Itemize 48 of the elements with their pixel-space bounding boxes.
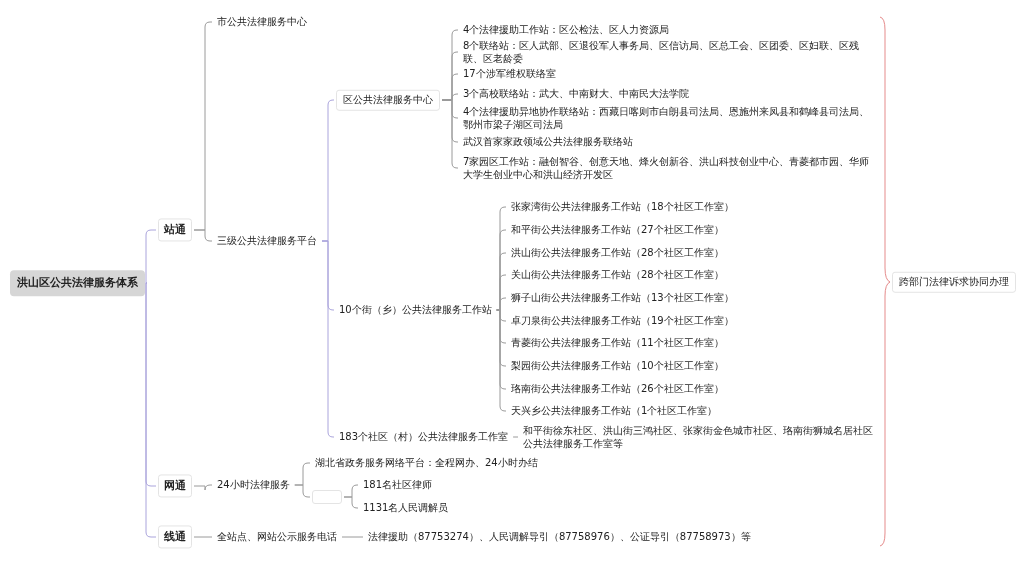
leaf-label: 4个法律援助异地协作联络站：西藏日喀则市白朗县司法局、恩施州来凤县和鹤峰县司法局、鄂州市梁子湖区司法局 xyxy=(460,104,878,132)
connector-line xyxy=(193,229,213,242)
leaf-label: 181名社区律师 xyxy=(360,477,436,493)
category-box: 站通 xyxy=(158,218,192,242)
topic-box: 跨部门法律诉求协同办理 xyxy=(892,271,1016,293)
root-box: 洪山区公共法律服务体系 xyxy=(10,270,145,296)
branch-label: 全站点、网站公示服务电话 xyxy=(214,529,340,545)
connector-line xyxy=(193,536,213,538)
connector-line xyxy=(145,282,157,538)
category-box: 线通 xyxy=(158,525,192,549)
leaf-label: 洪山街公共法律服务工作站（28个社区工作室） xyxy=(508,245,727,261)
leaf-label: 3个高校联络站：武大、中南财大、中南民大法学院 xyxy=(460,86,693,102)
connector-line xyxy=(343,496,359,509)
connector-line xyxy=(145,229,157,284)
connector-line xyxy=(294,484,311,498)
leaf-label: 珞南街公共法律服务工作站（26个社区工作室） xyxy=(508,381,727,397)
leaf-label: 狮子山街公共法律服务工作站（13个社区工作室） xyxy=(508,290,737,306)
leaf-label: 张家湾街公共法律服务工作站（18个社区工作室） xyxy=(508,199,737,215)
leaf-label: 武汉首家家政领域公共法律服务联络站 xyxy=(460,134,636,150)
empty-box xyxy=(312,490,342,504)
topic-box: 区公共法律服务中心 xyxy=(336,89,440,111)
connector-line xyxy=(341,536,364,538)
leaf-label: 卓刀泉街公共法律服务工作站（19个社区工作室） xyxy=(508,313,737,329)
branch-label: 10个街（乡）公共法律服务工作站 xyxy=(336,302,495,318)
leaf-label: 8个联络站：区人武部、区退役军人事务局、区信访局、区总工会、区团委、区妇联、区残联、区老龄委 xyxy=(460,38,878,66)
leaf-label: 4个法律援助工作站：区公检法、区人力资源局 xyxy=(460,22,673,38)
connector-line xyxy=(512,436,519,438)
connector-line xyxy=(496,309,507,412)
connector-line xyxy=(321,240,335,438)
branch-label: 市公共法律服务中心 xyxy=(214,14,310,30)
leaf-label: 和平街公共法律服务工作站（27个社区工作室） xyxy=(508,222,727,238)
leaf-label: 湖北省政务服务网络平台：全程网办、24小时办结 xyxy=(312,455,541,471)
branch-label: 183个社区（村）公共法律服务工作室 xyxy=(336,429,512,445)
connector-line xyxy=(441,99,459,169)
category-box: 网通 xyxy=(158,474,192,498)
leaf-label: 梨园街公共法律服务工作站（10个社区工作室） xyxy=(508,358,727,374)
leaf-label: 7家园区工作站：融创智谷、创意天地、烽火创新谷、洪山科技创业中心、青菱都市园、华师大学生创业中心和洪山经济开发区 xyxy=(460,154,878,182)
connector-line xyxy=(193,484,213,491)
leaf-label: 17个涉军维权联络室 xyxy=(460,66,559,82)
connector-line xyxy=(496,297,507,311)
leaf-label: 天兴乡公共法律服务工作站（1个社区工作室） xyxy=(508,403,721,419)
branch-label: 三级公共法律服务平台 xyxy=(214,233,320,249)
leaf-label: 关山街公共法律服务工作站（28个社区工作室） xyxy=(508,267,727,283)
leaf-label: 青菱街公共法律服务工作站（11个社区工作室） xyxy=(508,335,727,351)
leaf-label: 和平街徐东社区、洪山街三鸿社区、张家街金色城市社区、珞南街狮城名居社区公共法律服务工作室等 xyxy=(520,423,878,451)
leaf-label: 1131名人民调解员 xyxy=(360,500,452,516)
leaf-label: 法律援助（87753274）、人民调解导引（87758976）、公证导引（87758973）等 xyxy=(365,529,754,545)
branch-label: 24小时法律服务 xyxy=(214,477,293,493)
